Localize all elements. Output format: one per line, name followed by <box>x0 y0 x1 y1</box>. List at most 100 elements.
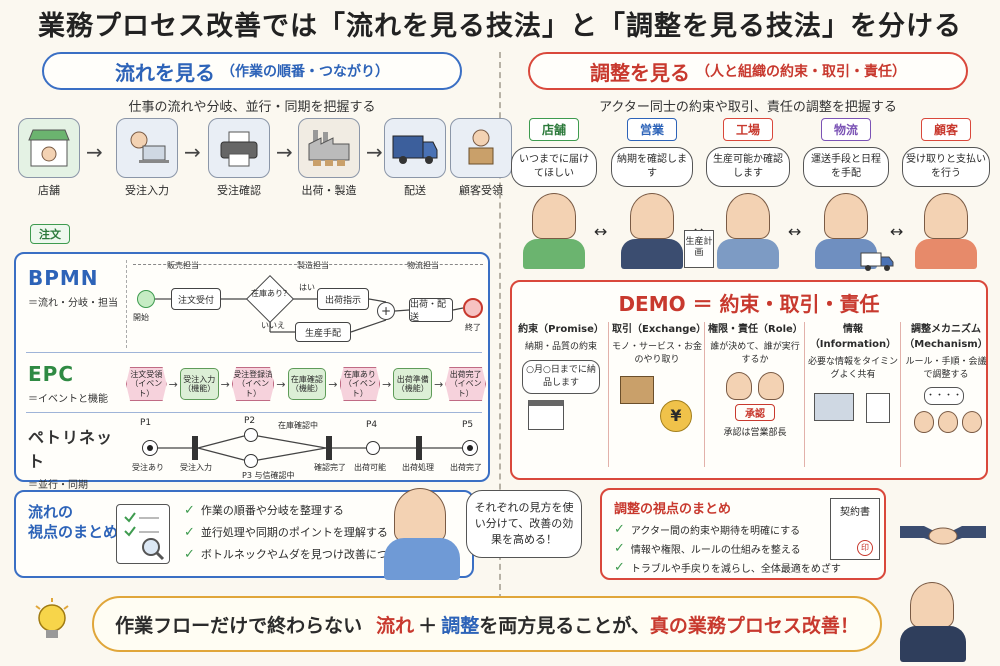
banner-end: 真の業務プロセス改善！ <box>649 614 859 637</box>
summary-item: ✓並行処理や同期のポイントを理解する <box>184 524 388 540</box>
check-icon: ✓ <box>614 522 625 537</box>
actor-tag: 営業 <box>626 118 677 141</box>
sales-body <box>621 239 683 269</box>
p1-label: 受注あり <box>132 463 164 472</box>
small-truck-icon <box>860 250 894 276</box>
arrow-icon: → <box>434 377 444 391</box>
flow-subtitle: 仕事の流れや分岐、並行・同期を把握する <box>128 100 376 115</box>
logistics-avatar <box>824 193 868 239</box>
factory-icon <box>298 118 360 178</box>
printer-icon <box>208 118 270 178</box>
place-label: P1 <box>140 418 152 428</box>
t3-label: 出荷処理 <box>402 463 434 472</box>
actor-tag: 店舗 <box>528 118 579 141</box>
column-separator <box>704 322 705 467</box>
presenter-speech-bubble: それぞれの見方を使い分けて、改善の効果を高める！ <box>466 490 582 558</box>
bpmn-task-order: 注文受付 <box>171 288 221 310</box>
customer-body <box>915 239 977 269</box>
end-label: 終了 <box>465 323 481 332</box>
production-plan-clipboard: 生産計画 <box>684 230 714 268</box>
businessman-body <box>900 626 966 662</box>
banner-pre: 作業フローだけで終わらない <box>115 614 363 637</box>
column-separator <box>608 322 609 467</box>
t2-label: 確認完了 <box>314 463 346 472</box>
flow-step-ship-manufacture: 出荷・製造 <box>294 118 364 198</box>
parallel-gateway-icon: + <box>377 302 395 320</box>
flow-step-store: 店舗 <box>14 118 84 198</box>
laptop-icon <box>814 393 854 422</box>
meeting-avatar <box>938 411 958 434</box>
summary-item: ✓ボトルネックやムダを見つけ改善につなげる <box>184 546 421 562</box>
place-p3-icon <box>244 454 258 468</box>
actor-speech-bubble: 受け取りと支払いを行う <box>902 147 990 187</box>
transition-bar-icon <box>326 436 332 460</box>
coord-subtitle: アクター同士の約束や取引、責任の調整を把握する <box>599 100 897 115</box>
petri-net-diagram: P1 受注あり 受注入力 P2 在庫確認中 P3 与信確認中 確認完了 P4 出… <box>126 416 486 480</box>
arrow-icon: → <box>276 140 293 164</box>
checklist-icon <box>116 504 170 564</box>
approval-note: 承認は営業部長 <box>723 428 787 439</box>
demo-box: DEMO ＝ 約束・取引・責任 約束（Promise） 納期・品質の約束 ○月○… <box>510 280 988 480</box>
lane-label: 物流担当 <box>407 261 439 270</box>
petri-name: ペトリネット <box>28 428 114 471</box>
lane-label: 販売担当 <box>167 261 199 270</box>
actor-tag: 物流 <box>820 118 871 141</box>
banner-plus: ＋ <box>418 614 438 637</box>
flow-section-header: 流れを見る （作業の順番・つながり） <box>42 52 462 90</box>
bpmn-diagram: 販売担当 製造担当 物流担当 開始 注文受付 在庫あり？ はい いいえ 出荷指示… <box>126 260 486 348</box>
bpmn-connectors <box>155 298 464 333</box>
bpmn-label-group: BPMN ＝流れ・分岐・担当 <box>28 266 124 309</box>
bidirectional-arrow-icon: ↔ <box>788 222 802 241</box>
businessman-avatar <box>910 582 954 628</box>
flow-summary-list: ✓作業の順番や分岐を整理する ✓並行処理や同期のポイントを理解する ✓ボトルネッ… <box>184 502 421 568</box>
actor-logistics: 物流 運送手段と日程を手配 <box>800 118 892 269</box>
truck-icon <box>384 118 446 178</box>
actors-row: 店舗 いつまでに届けてほしい ↔ 営業 納期を確認します ↔ 工場 生産可能か確… <box>508 118 992 278</box>
conclusion-banner: 作業フローだけで終わらない 流れ ＋ 調整 を両方見ることが、 真の業務プロセス… <box>92 596 882 652</box>
arrow-icon: → <box>220 377 230 391</box>
order-tag: 注文 <box>30 224 70 244</box>
manager-avatar <box>726 372 752 401</box>
flow-step-label: 配送 <box>404 184 426 197</box>
actor-tag: 工場 <box>722 118 773 141</box>
approval-stamp: 承認 <box>735 404 775 422</box>
place-p4-icon <box>366 441 380 455</box>
demo-col-mechanism: 調整メカニズム（Mechanism） ルール・手順・会議で調整する ・・・・ <box>904 320 988 470</box>
actor-customer: 顧客 受け取りと支払いを行う <box>900 118 992 269</box>
flow-methods-box: BPMN ＝流れ・分岐・担当 販売担当 製造担当 物流担当 開始 注文受付 在庫… <box>14 252 490 491</box>
place-label: P4 <box>366 420 378 430</box>
epc-event: 出荷完了（イベント） <box>445 367 486 401</box>
bpmn-task-ship: 出荷・配送 <box>409 298 453 323</box>
center-divider <box>499 52 501 600</box>
check-icon: ✓ <box>614 560 625 575</box>
customer-avatar <box>924 193 968 239</box>
flow-summary-title: 流れの 視点のまとめ <box>28 503 119 542</box>
flow-step-label: 顧客受領 <box>459 184 503 197</box>
presenter-avatar <box>394 488 446 542</box>
arrow-icon: → <box>382 377 392 391</box>
epc-chain: 注文受領（イベント） → 受注入力（機能） → 受注登録済（イベント） → 在庫… <box>126 364 486 404</box>
flow-step-label: 受注入力 <box>125 184 169 197</box>
epc-function: 在庫確認（機能） <box>287 368 327 400</box>
check-icon: ✓ <box>184 502 195 518</box>
place-label: P5 <box>462 420 474 430</box>
summary-item: ✓情報や権限、ルールの仕組みを整える <box>614 541 801 556</box>
epc-function: 出荷準備（機能） <box>393 368 433 400</box>
arrow-icon: → <box>328 377 338 391</box>
flow-step-customer-receipt: 顧客受領 <box>426 118 512 198</box>
place-p1-icon <box>142 440 158 456</box>
coord-summary-title: 調整の視点のまとめ <box>614 502 732 517</box>
demo-col-promise: 約束（Promise） 納期・品質の約束 ○月○日までに納品します <box>518 320 604 470</box>
meeting-avatar <box>962 411 982 434</box>
transition-bar-icon <box>416 436 422 460</box>
store-clerk-avatar <box>532 193 576 239</box>
petri-desc: ＝並行・同期 <box>28 480 88 491</box>
coord-section-header: 調整を見る （人と組織の約束・取引・責任） <box>528 52 968 90</box>
actor-sales: 営業 納期を確認します <box>606 118 698 269</box>
factory-worker-avatar <box>726 193 770 239</box>
actor-speech-bubble: 納期を確認します <box>611 147 693 187</box>
end-event-icon <box>463 298 483 318</box>
document-icon <box>866 393 890 424</box>
epc-function: 受注入力（機能） <box>179 368 219 400</box>
coord-header-main: 調整を見る <box>590 60 690 85</box>
